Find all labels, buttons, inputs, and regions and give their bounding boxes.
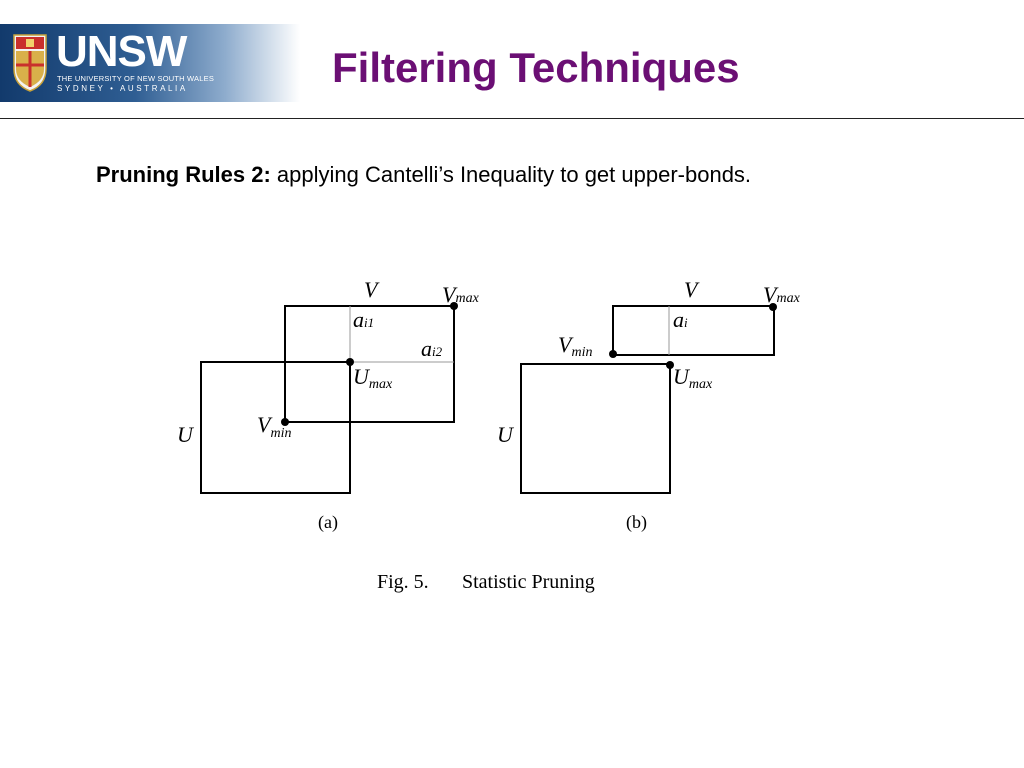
body-label: Pruning Rules 2:	[96, 162, 271, 187]
body-paragraph: Pruning Rules 2: applying Cantelli’s Ine…	[96, 162, 751, 188]
panel-a-caption: (a)	[318, 512, 338, 533]
panel-a-vmin-point	[281, 418, 289, 426]
panel-a-umax-label: Umax	[353, 364, 393, 392]
panel-b-vmax-label: Vmax	[763, 282, 801, 307]
logo-location: SYDNEY • AUSTRALIA	[57, 84, 188, 93]
panel-a-v-label: V	[364, 277, 380, 302]
panel-b-v-label: V	[684, 277, 700, 302]
figure-caption: Fig. 5. Statistic Pruning	[377, 571, 595, 593]
panel-b-umax-point	[666, 361, 674, 369]
body-text: applying Cantelli’s Inequality to get up…	[270, 162, 752, 187]
panel-a-umax-point	[346, 358, 354, 366]
panel-a-u-rect	[200, 361, 351, 494]
panel-b: V Vmax ai Vmin Umax U (b)	[497, 277, 801, 533]
title-divider	[0, 118, 1024, 119]
panel-a-u-label: U	[177, 422, 195, 447]
unsw-logo: UNSW THE UNIVERSITY OF NEW SOUTH WALES S…	[0, 24, 300, 102]
panel-b-u-rect	[520, 363, 671, 494]
panel-b-vmax-point	[769, 303, 777, 311]
panel-a-vmin-label: Vmin	[257, 412, 291, 441]
panel-b-ai-label: ai	[673, 307, 688, 332]
logo-wordmark: UNSW	[56, 27, 187, 76]
panel-b-vmin-point	[609, 350, 617, 358]
panel-b-vmin-label: Vmin	[558, 332, 592, 360]
unsw-crest-icon	[13, 34, 47, 92]
figure-caption-number: Fig. 5.	[377, 571, 429, 593]
panel-b-umax-label: Umax	[673, 364, 713, 392]
panel-a-v-rect	[284, 305, 455, 423]
figure-caption-text: Statistic Pruning	[462, 571, 595, 593]
panel-a-vmax-point	[450, 302, 458, 310]
panel-b-caption: (b)	[626, 512, 647, 533]
logo-university-name: THE UNIVERSITY OF NEW SOUTH WALES	[57, 74, 215, 83]
slide-title: Filtering Techniques	[332, 44, 740, 91]
panel-b-v-rect	[612, 305, 775, 356]
panel-a-ai2-label: ai2	[421, 336, 443, 361]
panel-a-vmax-label: Vmax	[442, 282, 480, 307]
panel-a-ai1-label: ai1	[353, 307, 374, 332]
panel-b-u-label: U	[497, 422, 515, 447]
panel-a: V Vmax ai1 ai2 Umax Vmin U (a)	[177, 277, 480, 533]
